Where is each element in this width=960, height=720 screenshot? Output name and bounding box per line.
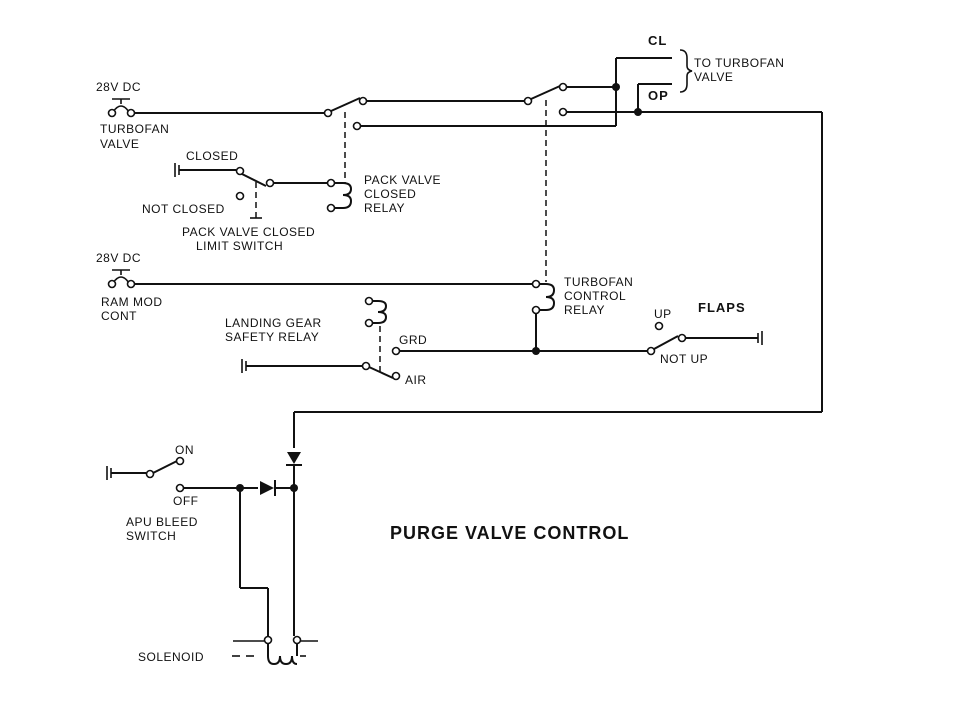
brace bbox=[679, 49, 693, 93]
label-pack-relay-2: CLOSED bbox=[364, 187, 416, 201]
label-turbofan-valve-2: VALVE bbox=[100, 137, 139, 151]
label-dc-1: 28V DC bbox=[96, 80, 141, 94]
diode-upper bbox=[286, 452, 302, 466]
label-on: ON bbox=[175, 443, 194, 457]
label-grd: GRD bbox=[399, 333, 427, 347]
pack-limit-switch bbox=[174, 163, 275, 219]
label-pack-relay-3: RELAY bbox=[364, 201, 405, 215]
label-solenoid: SOLENOID bbox=[138, 650, 204, 664]
label-ram-mod-2: CONT bbox=[101, 309, 137, 323]
label-turbofan-valve-1: TURBOFAN bbox=[100, 122, 169, 136]
label-to-turbofan-1: TO TURBOFAN bbox=[694, 56, 784, 70]
label-dc-2: 28V DC bbox=[96, 251, 141, 265]
pack-relay-switch bbox=[323, 96, 368, 131]
label-lg-relay-2: SAFETY RELAY bbox=[225, 330, 319, 344]
label-tf-relay-1: TURBOFAN bbox=[564, 275, 633, 289]
label-ram-mod-1: RAM MOD bbox=[101, 295, 163, 309]
label-air: AIR bbox=[405, 373, 427, 387]
diode-lower bbox=[260, 480, 276, 496]
label-flaps: FLAPS bbox=[698, 300, 746, 315]
label-not-closed: NOT CLOSED bbox=[142, 202, 225, 216]
label-apu-1: APU BLEED bbox=[126, 515, 198, 529]
label-tf-relay-3: RELAY bbox=[564, 303, 605, 317]
lg-switch bbox=[241, 346, 401, 381]
label-pack-relay-1: PACK VALVE bbox=[364, 173, 441, 187]
label-tf-relay-2: CONTROL bbox=[564, 289, 626, 303]
label-pack-limit-2: LIMIT SWITCH bbox=[196, 239, 283, 253]
label-closed: CLOSED bbox=[186, 149, 238, 163]
label-lg-relay-1: LANDING GEAR bbox=[225, 316, 322, 330]
apu-bleed-switch bbox=[106, 456, 185, 493]
tf-relay-switch bbox=[523, 82, 568, 117]
label-op: OP bbox=[648, 88, 669, 103]
label-to-turbofan-2: VALVE bbox=[694, 70, 733, 84]
label-pack-limit-1: PACK VALVE CLOSED bbox=[182, 225, 315, 239]
pack-relay-coil bbox=[326, 178, 353, 213]
solenoid bbox=[232, 635, 318, 666]
label-up: UP bbox=[654, 307, 672, 321]
label-cl: CL bbox=[648, 33, 667, 48]
label-not-up: NOT UP bbox=[660, 352, 708, 366]
flaps-switch bbox=[646, 321, 763, 356]
tf-relay-coil bbox=[531, 279, 556, 315]
label-off: OFF bbox=[173, 494, 199, 508]
lg-relay-coil bbox=[364, 296, 388, 328]
dc-source-1 bbox=[107, 98, 136, 118]
diagram-title: PURGE VALVE CONTROL bbox=[390, 523, 629, 543]
dc-source-2 bbox=[107, 269, 136, 289]
label-apu-2: SWITCH bbox=[126, 529, 176, 543]
